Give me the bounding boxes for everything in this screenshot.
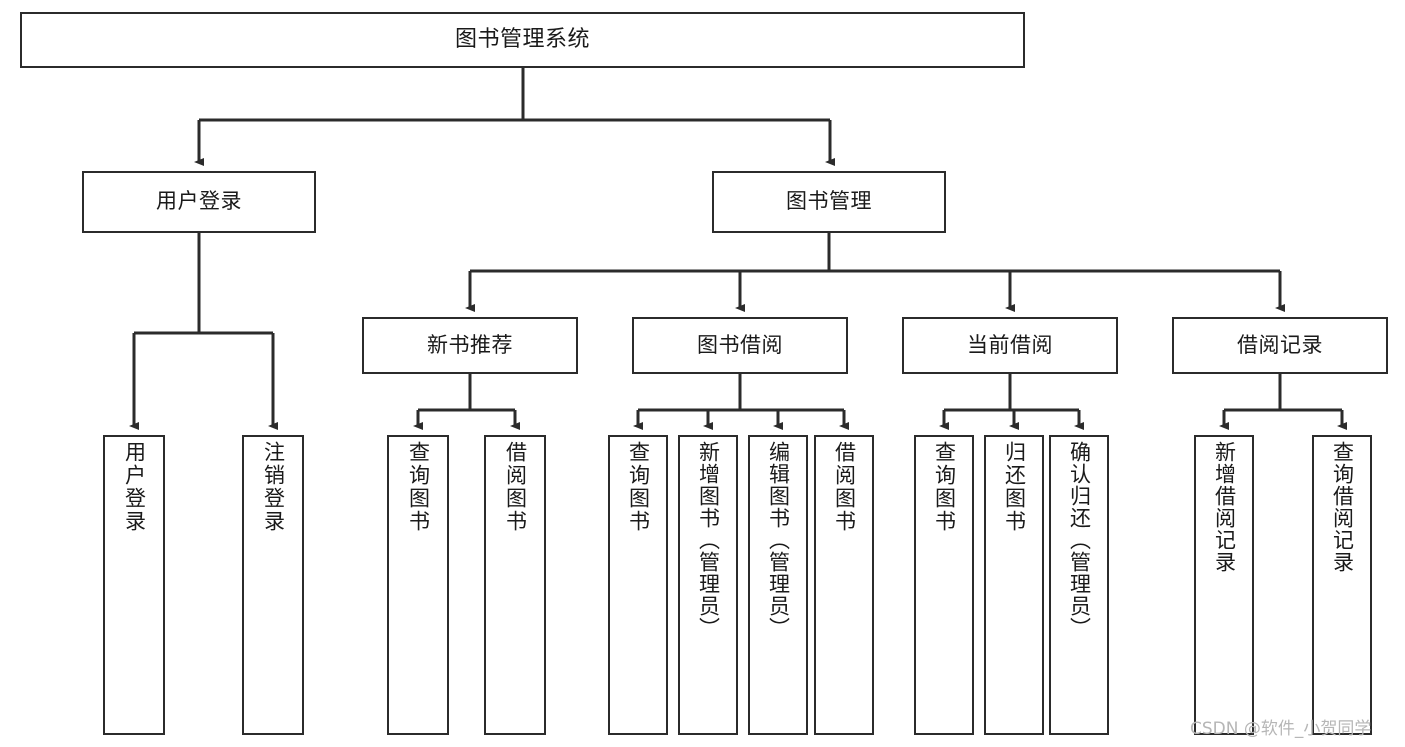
- node-book-borrow[interactable]: 图书借阅: [632, 317, 848, 374]
- node-book-management[interactable]: 图书管理: [712, 171, 946, 233]
- leaf-query-book-borrow[interactable]: 查询图书: [608, 435, 668, 735]
- leaf-borrow-book[interactable]: 借阅图书: [814, 435, 874, 735]
- node-label: 当前借阅: [967, 332, 1053, 357]
- leaf-add-borrow-record[interactable]: 新增借阅记录: [1194, 435, 1254, 735]
- leaf-query-book-current[interactable]: 查询图书: [914, 435, 974, 735]
- node-label: 新增借阅记录: [1212, 441, 1237, 573]
- leaf-logout[interactable]: 注销登录: [242, 435, 304, 735]
- node-label: 注销登录: [261, 441, 286, 533]
- node-borrow-records[interactable]: 借阅记录: [1172, 317, 1388, 374]
- csdn-watermark: CSDN @软件_小贺同学: [1190, 719, 1372, 739]
- node-label: 新增图书（管理员）: [696, 441, 721, 639]
- node-label: 借阅图书: [503, 441, 528, 533]
- node-new-book-recommend[interactable]: 新书推荐: [362, 317, 578, 374]
- leaf-return-book[interactable]: 归还图书: [984, 435, 1044, 735]
- leaf-borrow-book-recommend[interactable]: 借阅图书: [484, 435, 546, 735]
- node-label: 新书推荐: [427, 332, 513, 357]
- node-label: 编辑图书（管理员）: [766, 441, 791, 639]
- leaf-add-book-admin[interactable]: 新增图书（管理员）: [678, 435, 738, 735]
- node-label: 查询借阅记录: [1330, 441, 1355, 573]
- node-label: 查询图书: [932, 441, 957, 533]
- node-label: 借阅记录: [1237, 332, 1323, 357]
- leaf-edit-book-admin[interactable]: 编辑图书（管理员）: [748, 435, 808, 735]
- node-root-system[interactable]: 图书管理系统: [20, 12, 1025, 68]
- leaf-user-login[interactable]: 用户登录: [103, 435, 165, 735]
- node-label: 图书管理: [786, 189, 872, 214]
- node-label: 图书借阅: [697, 332, 783, 357]
- leaf-query-borrow-record[interactable]: 查询借阅记录: [1312, 435, 1372, 735]
- node-label: 查询图书: [626, 441, 651, 533]
- node-current-borrow[interactable]: 当前借阅: [902, 317, 1118, 374]
- node-label: 借阅图书: [832, 441, 857, 533]
- node-label: 用户登录: [122, 441, 147, 533]
- leaf-query-book-recommend[interactable]: 查询图书: [387, 435, 449, 735]
- node-user-login[interactable]: 用户登录: [82, 171, 316, 233]
- node-label: 归还图书: [1002, 441, 1027, 533]
- leaf-confirm-return-admin[interactable]: 确认归还（管理员）: [1049, 435, 1109, 735]
- node-label: 确认归还（管理员）: [1067, 441, 1092, 639]
- node-label: 查询图书: [406, 441, 431, 533]
- node-label: 图书管理系统: [454, 26, 590, 52]
- node-label: 用户登录: [156, 189, 242, 214]
